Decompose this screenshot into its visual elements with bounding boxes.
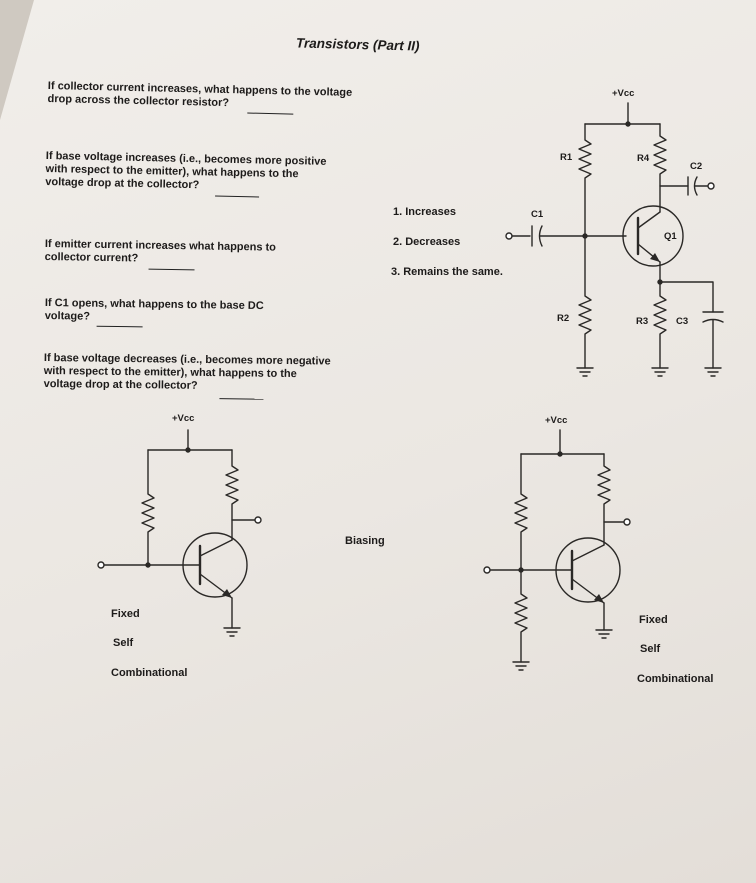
left-base-resistor (141, 449, 155, 566)
left-choice-combinational[interactable]: Combinational (111, 667, 188, 679)
right-transistor (555, 537, 621, 603)
biasing-label: Biasing (345, 535, 385, 547)
right-choice-self[interactable]: Self (640, 643, 661, 655)
right-collector-resistor (597, 453, 611, 546)
c1-label: C1 (531, 209, 544, 220)
amplifier-circuit (505, 102, 724, 377)
r3-resistor (653, 281, 667, 369)
vcc-label-left: +Vcc (172, 413, 195, 424)
c3-label: C3 (676, 316, 689, 327)
c2-label: C2 (690, 161, 703, 172)
r4-label: R4 (637, 153, 650, 164)
option-remains-same: 3. Remains the same. (391, 266, 503, 278)
r4-resistor (653, 123, 667, 213)
r2-resistor (578, 235, 592, 369)
r1-resistor (578, 123, 592, 237)
vcc-label-right: +Vcc (545, 415, 568, 426)
right-upper-base-resistor (514, 453, 528, 571)
option-increases: 1. Increases (393, 206, 456, 218)
left-transistor (182, 532, 248, 598)
q1-label: Q1 (664, 231, 677, 242)
vcc-label-amplifier: +Vcc (612, 88, 635, 99)
r2-label: R2 (557, 313, 570, 324)
left-choice-fixed[interactable]: Fixed (111, 608, 140, 620)
right-choice-combinational[interactable]: Combinational (637, 673, 714, 685)
option-decreases: 2. Decreases (393, 236, 461, 248)
left-collector-resistor (225, 449, 239, 541)
r3-label: R3 (636, 316, 649, 327)
right-choice-fixed[interactable]: Fixed (639, 614, 668, 626)
page-corner-shadow (0, 0, 34, 120)
left-choice-self[interactable]: Self (113, 637, 134, 649)
right-biasing-circuit (483, 429, 631, 671)
left-biasing-circuit (97, 429, 262, 637)
r1-label: R1 (560, 152, 573, 163)
right-lower-base-resistor (514, 569, 528, 663)
q1-transistor (622, 205, 684, 267)
